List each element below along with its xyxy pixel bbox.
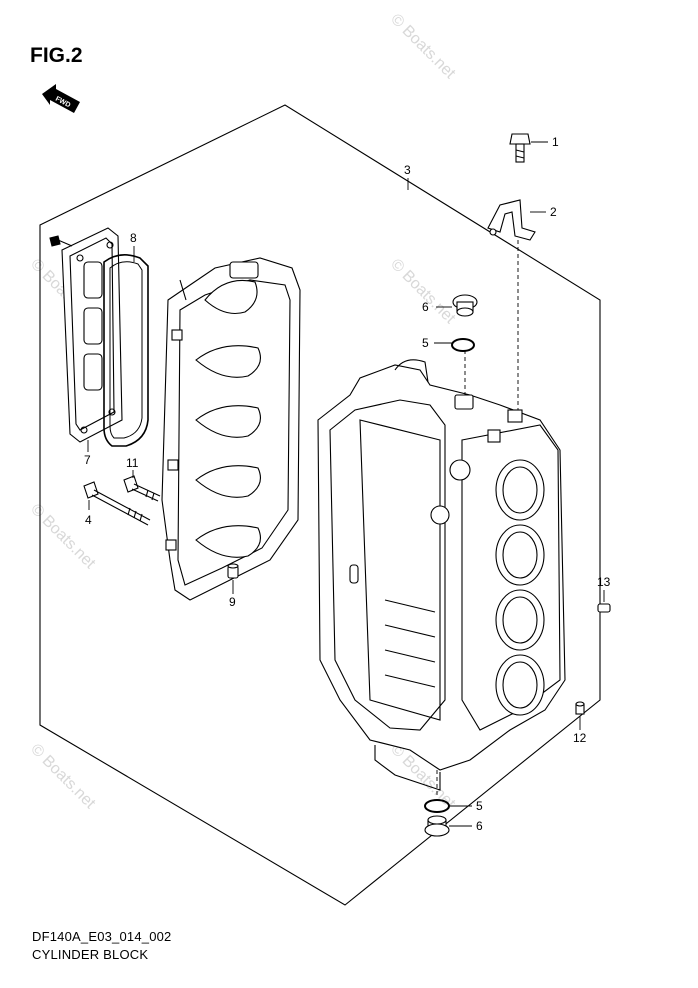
dowel-pin (227, 563, 239, 579)
dowel-pin (597, 603, 611, 613)
crankcase-bolt (123, 475, 161, 502)
fwd-arrow-icon: FWD (42, 84, 80, 113)
callout-label: 2 (550, 205, 557, 219)
bracket (487, 199, 536, 241)
callout-label: 3 (404, 163, 411, 177)
watermark: © Boats.net (27, 501, 99, 573)
assembly-boundary (39, 104, 601, 906)
callout-label: 5 (476, 799, 483, 813)
callout-label: 13 (597, 575, 611, 589)
pin-stud (575, 701, 585, 715)
leader-lines (87, 141, 605, 827)
callout-label: 7 (84, 453, 91, 467)
bracket-bolt (509, 133, 531, 163)
long-bolt (83, 481, 151, 526)
callout-label: 1 (552, 135, 559, 149)
callout-label: 4 (85, 513, 92, 527)
cover-gasket (103, 254, 149, 447)
drain-plug (424, 815, 450, 837)
callout-label: 8 (130, 231, 137, 245)
plug-washer (451, 338, 475, 352)
drawing-code: DF140A_E03_014_002 (32, 929, 172, 944)
callout-label: 12 (573, 731, 587, 745)
watermark: © Boats.net (27, 741, 99, 813)
callout-label: 11 (126, 456, 139, 470)
callout-labels: 1 2 3 4 5 5 6 6 7 8 9 11 12 13 (84, 135, 611, 833)
figure-title: FIG.2 (30, 44, 83, 67)
drain-plug (452, 294, 478, 317)
watermark: © Boats.net (387, 11, 459, 83)
callout-label: 9 (229, 595, 236, 609)
drawing-name: CYLINDER BLOCK (32, 947, 149, 962)
callout-label: 5 (422, 336, 429, 350)
callout-label: 6 (422, 300, 429, 314)
crankcase (161, 257, 301, 601)
cover-plate (49, 227, 123, 443)
callout-label: 6 (476, 819, 483, 833)
watermark: © Boats.net (387, 256, 459, 328)
cylinder-block (317, 359, 566, 791)
